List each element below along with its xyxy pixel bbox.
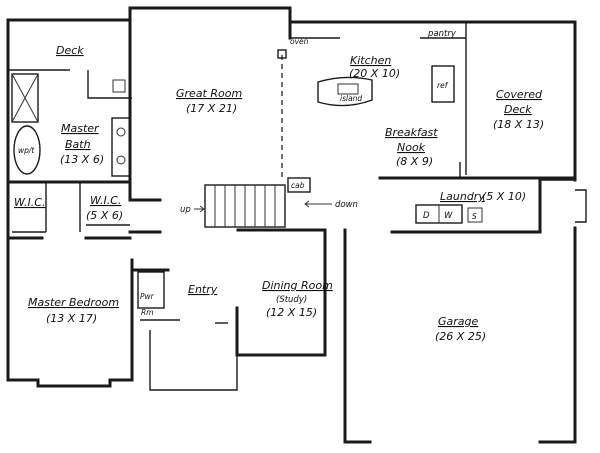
breakfast-nook-label-2: Nook — [397, 141, 426, 154]
stairs-up-arrowhead — [199, 205, 205, 213]
garage-size: (26 X 25) — [435, 330, 486, 343]
dining-room-size: (12 X 15) — [266, 306, 317, 319]
stair-annotations: up down — [180, 200, 358, 215]
kitchen-label: Kitchen — [350, 54, 391, 67]
master-bedroom-size: (13 X 17) — [46, 312, 97, 325]
master-bath-label-1: Master — [61, 122, 100, 135]
covered-deck-label-2: Deck — [504, 103, 532, 116]
covered-deck-label-1: Covered — [496, 88, 543, 101]
exterior-walls — [6, 6, 577, 444]
interior-walls — [6, 18, 587, 357]
kitchen-size: (20 X 10) — [349, 67, 400, 80]
whirlpool-label: wp/t — [18, 146, 35, 155]
oven-label: oven — [290, 37, 309, 46]
covered-deck-size: (18 X 13) — [493, 118, 544, 131]
sink-label: S — [472, 212, 477, 221]
ref-label: ref — [437, 81, 449, 90]
laundry-size: (5 X 10) — [482, 190, 526, 203]
dining-room-label: Dining Room — [262, 279, 333, 292]
dining-room-note: (Study) — [276, 295, 307, 305]
laundry-label: Laundry — [440, 190, 485, 203]
cab-label: cab — [291, 181, 305, 190]
great-room-label: Great Room — [176, 87, 242, 100]
washer-label: W — [444, 211, 453, 221]
entry-label: Entry — [188, 283, 218, 296]
powder-room-label-1: Pwr — [140, 292, 155, 301]
pantry-label: pantry — [427, 29, 457, 39]
room-labels: Deck Master Bath (13 X 6) W.I.C. W.I.C. … — [14, 44, 544, 343]
stairs-up-label: up — [180, 205, 191, 215]
stairs-down-arrowhead — [304, 200, 310, 208]
wic-right-label: W.I.C. — [90, 194, 121, 207]
wic-right-size: (5 X 6) — [86, 209, 123, 222]
fixture-labels: oven pantry ref island wp/t cab D W S Pw… — [18, 29, 477, 317]
wic-left-label: W.I.C. — [14, 196, 45, 209]
dryer-label: D — [423, 211, 430, 221]
garage-label: Garage — [438, 315, 479, 328]
deck-label: Deck — [56, 44, 84, 57]
master-bath-size: (13 X 6) — [60, 153, 104, 166]
breakfast-nook-size: (8 X 9) — [396, 155, 433, 168]
master-bedroom-label: Master Bedroom — [28, 296, 119, 309]
powder-room-label-2: Rm — [141, 308, 154, 317]
island-label: island — [340, 94, 362, 103]
stairs-down-label: down — [335, 200, 358, 210]
stair-treads — [214, 185, 276, 227]
breakfast-nook-label-1: Breakfast — [385, 126, 438, 139]
master-bath-label-2: Bath — [65, 138, 91, 151]
great-room-size: (17 X 21) — [186, 102, 237, 115]
